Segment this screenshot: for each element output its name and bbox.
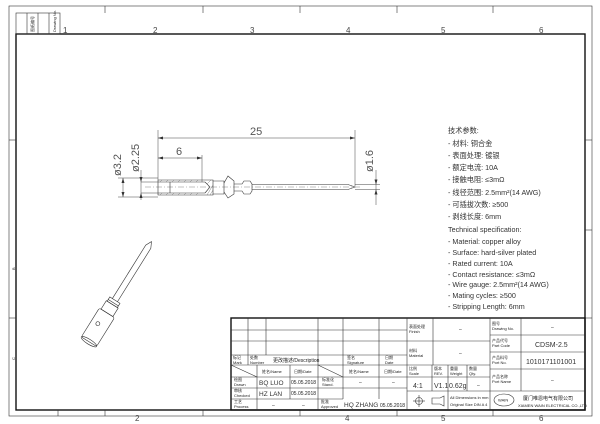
contact-side-view <box>145 175 362 199</box>
title-block-approved-date: 05.05.2018 <box>380 403 405 409</box>
company-logo: WAIN <box>493 393 515 407</box>
frame-columns-3: 4 <box>345 414 350 423</box>
title-block-date: 日期 Date <box>385 354 394 365</box>
title-block-part-code: 产品代号 Part Code <box>492 337 511 348</box>
title-block-stand: 标准化 Stand. <box>322 376 335 387</box>
title-block-checked: 审核 Checked <box>234 387 250 398</box>
frame-columns-4: 5 <box>441 414 446 423</box>
title-block-checked-name: HZ LAN <box>259 391 282 398</box>
contact-isometric-view <box>80 241 152 348</box>
title-block-process: 工艺 Process <box>234 399 248 409</box>
title-block-description: 更改描述/Description <box>273 357 320 364</box>
dim-outer: ø3.2 <box>112 154 124 176</box>
frame-columns-2: 3 <box>250 26 255 35</box>
spec-en-items-6: - Stripping Length: 6mm <box>448 302 525 311</box>
dim-inner: ø2.25 <box>130 144 142 172</box>
dim-length: 25 <box>250 126 262 138</box>
company-name-en: XIAMEN WAIN ELECTRICAL CO.,LTD <box>518 403 587 408</box>
title-block-part-code-value: CDSM-2.5 <box>535 342 568 349</box>
dim-strip: 6 <box>176 146 182 158</box>
title-block-name-h: 姓名/Name <box>262 368 283 374</box>
title-block-rev-value: V1.1 <box>434 383 449 390</box>
title-block-approved: 批准 Approved <box>321 398 338 409</box>
title-block-material: 材料 Material <box>409 347 423 358</box>
title-block-process-name: – <box>272 403 275 409</box>
title-block-part-name-value: – <box>551 378 554 384</box>
title-block-number: 处数 Number <box>250 354 265 365</box>
title-block-weight-value: 0.62g <box>449 383 467 390</box>
spec-cn-items-3: - 接触电阻: ≤3mΩ <box>448 175 505 184</box>
title-block-approved-name: HQ ZHANG <box>344 402 378 409</box>
title-block-date-h2: 日期/Date <box>384 368 402 374</box>
spec-cn-items-1: - 表面处理: 镀银 <box>448 151 500 160</box>
spec-en-items-1: - Surface: hard-silver plated <box>448 248 536 257</box>
spec-cn-items-6: - 剥线长度: 6mm <box>448 212 501 221</box>
title-block-signature: 签名 Signature <box>347 354 365 365</box>
frame-columns-5: 6 <box>539 414 544 423</box>
spec-chinese: 技术参数: - 材料: 铜合金 - 表面处理: 镀银 - 额定电流: 10A -… <box>448 126 541 221</box>
title-block-scale-value: 4:1 <box>413 383 423 390</box>
frame-corner-box-1: Drawing No. <box>52 10 57 32</box>
title-block-finish: 表面处理 Finish <box>409 323 426 334</box>
title-block-drawn: 绘图 Drawn <box>234 376 246 387</box>
dimensions: 25 6 ø3.2 ø2.25 ø1.6 <box>112 126 380 205</box>
spec-en-title: Technical specification: <box>448 225 522 234</box>
spec-cn-items-5: - 可插拔次数: ≥500 <box>448 200 508 209</box>
column-markers: 1 2 3 4 5 6 2 4 5 6 B C <box>9 6 592 423</box>
spec-en-items-2: - Rated current: 10A <box>448 259 513 268</box>
frame-columns-5: 6 <box>539 26 544 35</box>
frame-corner-box-0: 图纸编号 <box>29 16 35 32</box>
title-block-dim-note2: Original Size DIN A 4 <box>450 402 488 407</box>
corner-box: 图纸编号 Drawing No. <box>15 10 61 35</box>
title-block-dim-note1: All Dimensions in mm <box>450 395 489 400</box>
frame-columns-1: 2 <box>153 26 158 35</box>
title-block-qty-value: – <box>477 383 480 389</box>
title-block-material-value: – <box>459 351 462 357</box>
title-block-drawn-date: 05.05.2018 <box>291 380 316 386</box>
title-block-logo-text: WAIN <box>498 398 508 403</box>
frame-rows-1: C <box>11 357 16 360</box>
title-block-scale: 比例 Scale <box>409 365 420 376</box>
spec-en-items-3: - Contact resistance: ≤3mΩ <box>448 270 536 279</box>
frame-rows-0: B <box>11 267 16 270</box>
title-block-qty: 数量 Qty. <box>469 365 478 376</box>
title-block-process-date: – <box>302 403 305 409</box>
spec-en-items-4: - Wire gauge: 2.5mm²(14 AWG) <box>448 280 549 289</box>
title-block-drawing-no: 图号 Drawing No. <box>492 320 514 331</box>
title-block-stand-name: – <box>359 380 362 386</box>
title-block-stand-date: – <box>392 380 395 386</box>
spec-en-items-0: - Material: copper alloy <box>448 237 521 246</box>
title-block-finish-value: – <box>459 327 462 333</box>
title-block-date-h: 日期/Date <box>294 368 312 374</box>
title-block: 标记 Mark 处数 Number 更改描述/Description 签名 Si… <box>230 317 587 411</box>
title-block-weight: 重量 Weight <box>450 365 463 376</box>
spec-cn-items-2: - 额定电流: 10A <box>448 163 498 172</box>
projection-symbol-icon <box>413 395 445 407</box>
frame-columns-0: 1 <box>63 26 68 35</box>
inner-frame <box>15 33 586 411</box>
title-block-mark: 标记 Mark <box>233 354 242 365</box>
title-block-checked-date: 05.05.2018 <box>291 391 316 397</box>
frame-columns-1: 2 <box>135 414 140 423</box>
spec-english: Technical specification: - Material: cop… <box>448 225 549 311</box>
title-block-drawn-name: BQ LUO <box>259 380 284 387</box>
frame-columns-3: 4 <box>346 26 351 35</box>
title-block-part-no-value: 1010171101001 <box>526 359 576 366</box>
spec-cn-items-0: - 材料: 铜合金 <box>448 139 492 148</box>
title-block-drawing-no-value: – <box>551 325 554 331</box>
spec-en-items-5: - Mating cycles: ≥500 <box>448 291 516 300</box>
title-block-part-name: 产品名称 Port Name <box>492 373 512 384</box>
spec-cn-items-4: - 线径范围: 2.5mm²(14 AWG) <box>448 188 541 197</box>
outer-border <box>8 5 593 417</box>
dim-pin: ø1.6 <box>364 150 376 172</box>
spec-cn-title: 技术参数: <box>448 126 479 135</box>
title-block-name-h2: 姓名/Name <box>349 368 370 374</box>
frame-columns-4: 5 <box>441 26 446 35</box>
title-block-part-no: 产品料号 Port No. <box>492 354 509 365</box>
company-name-cn: 厦门唯恩电气有限公司 <box>523 395 573 402</box>
title-block-rev: 版本 REV. <box>434 365 443 376</box>
